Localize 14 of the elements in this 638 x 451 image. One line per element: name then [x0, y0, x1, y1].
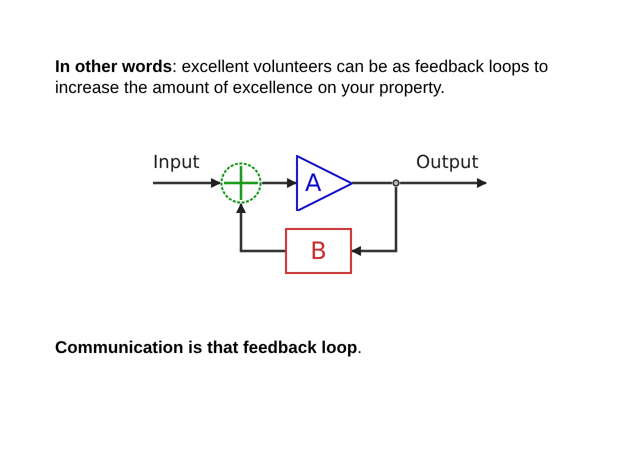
arrow — [262, 178, 297, 188]
edge-label: Output — [416, 152, 479, 173]
summing-junction — [220, 162, 262, 204]
junction-dot — [392, 179, 400, 187]
arrow — [236, 203, 285, 252]
arrow — [400, 178, 487, 188]
edge-label: Input — [153, 152, 200, 173]
note-text: In other words: excellent volunteers can be as feedback loops to increase the amount of excellence on your property. — [55, 56, 550, 98]
amplifier-triangle: A — [296, 155, 352, 211]
note-text: Communication is that feedback loop. — [55, 337, 363, 358]
process-box: B — [285, 228, 352, 274]
arrow — [153, 178, 221, 188]
connector-line — [352, 182, 392, 184]
arrow — [351, 187, 398, 256]
